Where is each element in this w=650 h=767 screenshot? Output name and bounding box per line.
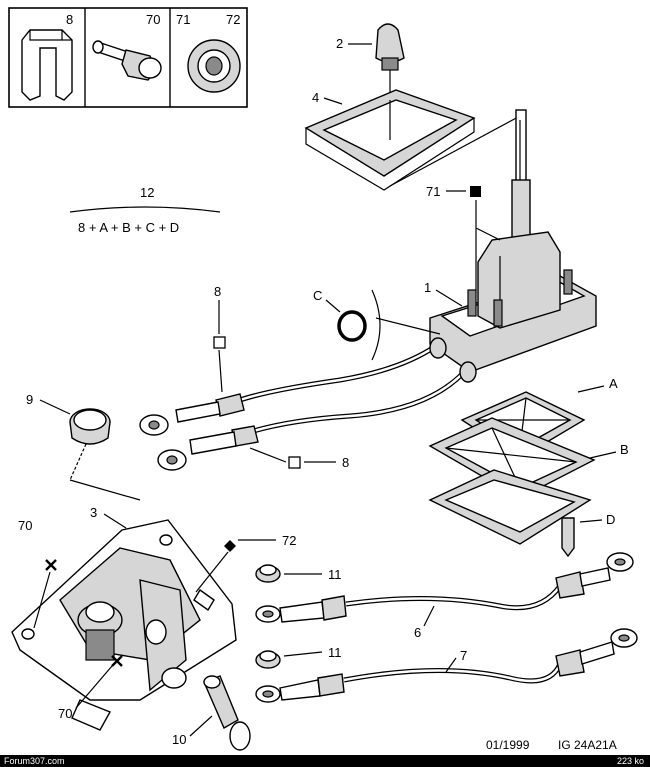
callout-1: 1 (424, 280, 431, 295)
callout-7: 7 (460, 648, 467, 663)
callout-11-top: 11 (328, 567, 342, 582)
formula-text: 8 + A + B + C + D (78, 220, 179, 235)
inset-label-72: 72 (226, 12, 240, 27)
lever-housing: 1 71 (424, 184, 597, 373)
footer-site-label: Forum307.com (4, 756, 65, 766)
callout-3: 3 (90, 505, 97, 520)
callout-11-bottom: 11 (328, 645, 342, 660)
callout-72: 72 (282, 533, 296, 548)
inset-label-8: 8 (66, 12, 73, 27)
filled-square-marker (470, 186, 481, 197)
footer-size-label: 223 ko (616, 756, 644, 766)
parts-inset-table: 8 70 71 72 (8, 7, 248, 108)
footer-bar (0, 755, 650, 767)
callout-B: B (620, 442, 629, 457)
gasket-plates: A B D (428, 376, 629, 558)
cable-7: 11 7 (255, 628, 638, 703)
callout-8-top: 8 (214, 284, 221, 299)
diamond-marker (224, 540, 236, 552)
open-square-marker (213, 336, 226, 349)
clip-part-icon (21, 29, 73, 101)
open-square-marker (288, 456, 301, 469)
inset-label-70: 70 (146, 12, 160, 27)
callout-D: D (606, 512, 615, 527)
cable-6: 11 6 (255, 552, 634, 640)
end-cap: 9 (26, 392, 141, 501)
callout-8-bottom: 8 (342, 455, 349, 470)
callout-9: 9 (26, 392, 33, 407)
inset-label-71: 71 (176, 12, 190, 27)
kit-formula: 12 8 + A + B + C + D (69, 185, 221, 235)
callout-A: A (609, 376, 618, 391)
reference-code: IG 24A21A (558, 738, 617, 752)
reference-date: 01/1999 (486, 738, 530, 752)
bolt-part-icon (92, 40, 162, 81)
selector-base-mechanism: 3 70 70 72 (11, 505, 296, 731)
callout-71: 71 (426, 184, 440, 199)
cross-marker (111, 655, 123, 667)
gear-lever-rod (511, 109, 531, 261)
callout-2: 2 (336, 36, 343, 51)
callout-6: 6 (414, 625, 421, 640)
callout-70-bottom: 70 (58, 706, 72, 721)
grommet-part-icon (187, 39, 241, 93)
cross-marker (45, 559, 57, 571)
callout-10: 10 (172, 732, 186, 747)
gaiter-frame: 4 (304, 89, 521, 191)
gear-knob: 2 (336, 23, 405, 100)
seal-ring-c: C (313, 288, 441, 361)
selector-link-rod: 10 (172, 675, 251, 751)
callout-4: 4 (312, 90, 319, 105)
upper-cables: 8 8 (139, 284, 477, 471)
callout-70-top: 70 (18, 518, 32, 533)
formula-number: 12 (140, 185, 154, 200)
callout-C: C (313, 288, 322, 303)
